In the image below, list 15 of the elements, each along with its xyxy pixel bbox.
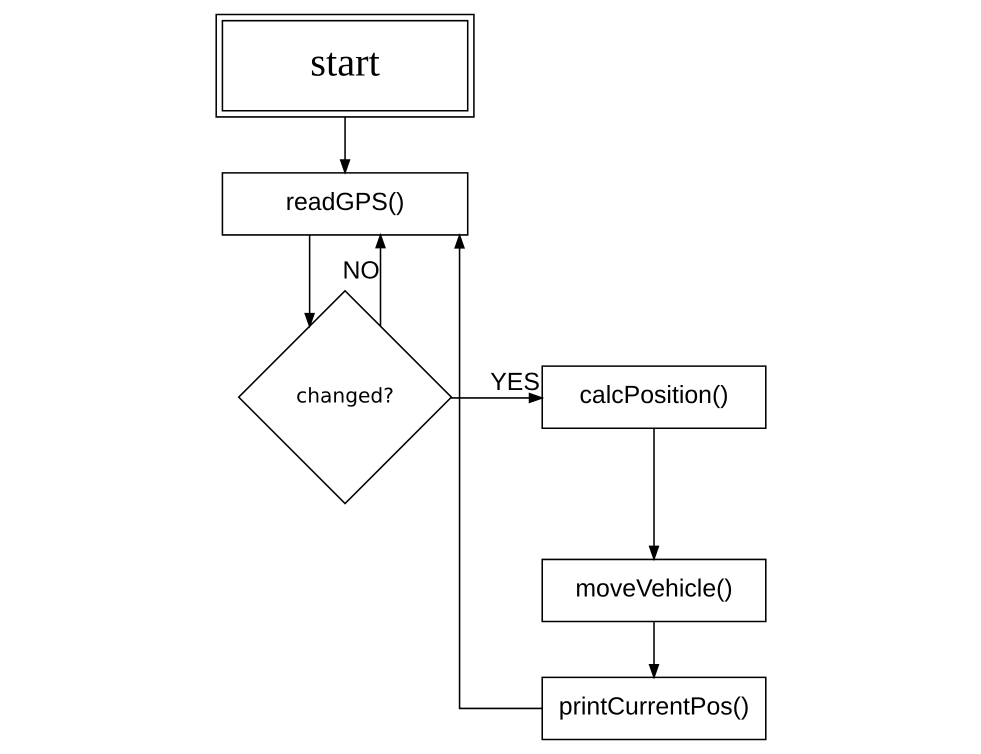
arrow xyxy=(450,392,544,404)
node-box: start xyxy=(214,14,474,118)
arrow xyxy=(648,428,659,562)
arrow xyxy=(374,232,386,326)
edge-label: NO xyxy=(342,258,380,285)
node-box: calcPosition() xyxy=(540,365,766,429)
arrow xyxy=(454,233,542,710)
arrow xyxy=(304,234,315,328)
arrow xyxy=(339,117,350,175)
edge-label: YES xyxy=(490,368,540,396)
node-box: printCurrentPos() xyxy=(540,676,766,740)
arrow xyxy=(648,622,659,680)
node-box: readGPS() xyxy=(221,172,468,236)
node-box: moveVehicle() xyxy=(540,558,766,622)
node-diamond: changed? xyxy=(237,290,452,505)
